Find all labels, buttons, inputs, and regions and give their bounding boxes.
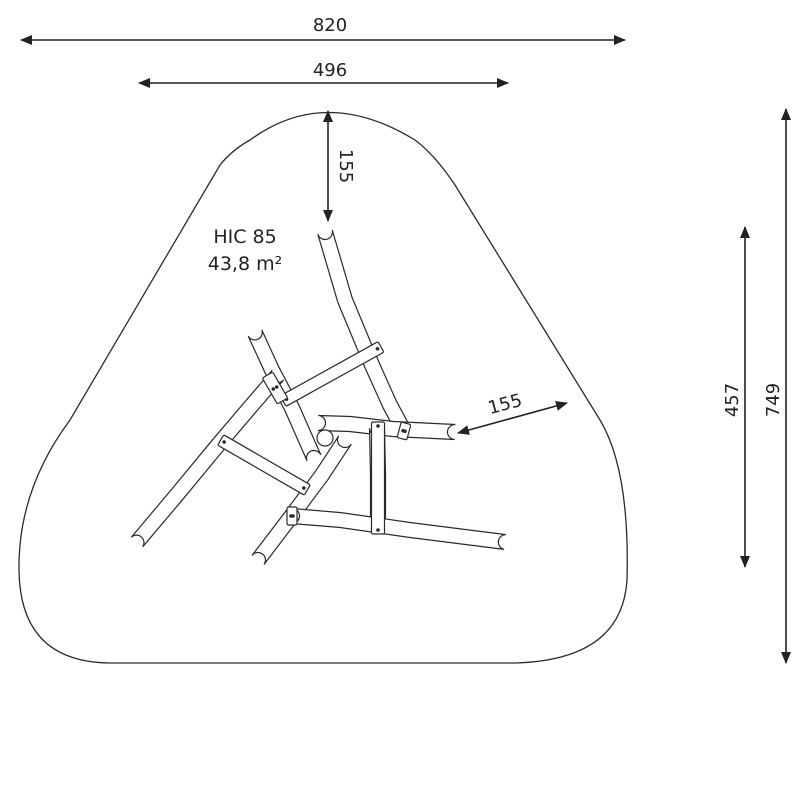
overall-width-label: 820: [313, 15, 347, 36]
log-beam-right-arm: [317, 414, 456, 441]
surface-area-label: 43,8 m²: [208, 253, 282, 275]
clamp-small-upper: [262, 371, 288, 405]
log-beam-lower-left: [130, 369, 285, 548]
log-clamps-group: [217, 341, 412, 535]
clamp-small-upright-end: [396, 421, 412, 441]
log-beam-lower-middle: [251, 435, 352, 565]
top-clearance-label: 155: [335, 149, 356, 183]
clamp-left-diagonal: [217, 434, 311, 496]
surface-material-label: HIC 85: [213, 226, 276, 248]
overall-height-label: 749: [763, 383, 784, 417]
inner-height-label: 457: [722, 383, 743, 417]
inner-width-label: 496: [313, 60, 347, 81]
pivot-ring: [316, 429, 334, 447]
side-clearance-dimension-line: [457, 401, 568, 435]
log-beam-bottom: [291, 507, 506, 550]
clamp-small-bottom-left: [286, 506, 298, 526]
clamp-center-vertical: [370, 421, 386, 535]
safety-zone-outline: [18, 111, 628, 664]
